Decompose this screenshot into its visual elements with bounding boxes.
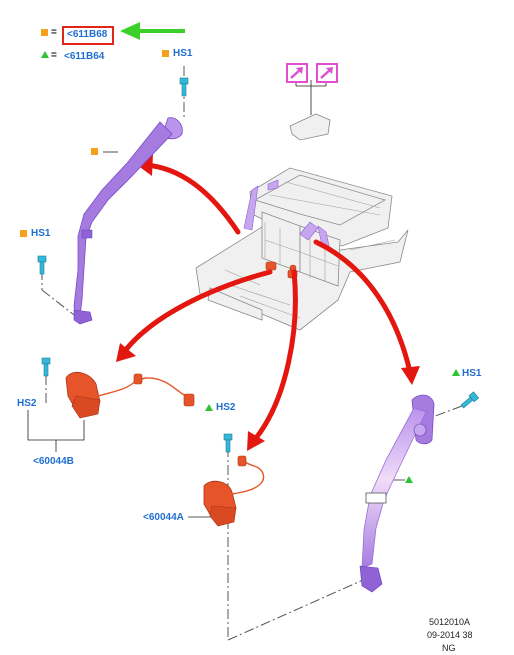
reference-611b64: <611B64: [64, 51, 105, 62]
orange-square-icon: [91, 148, 98, 155]
seat-frame-detail: [224, 181, 396, 319]
footer-region: NG: [442, 643, 456, 653]
label-hs1-right: HS1: [462, 368, 482, 379]
orange-square-icon: [41, 29, 48, 36]
bolt-hs2-center-icon: [223, 433, 233, 453]
arrow-heads: [116, 154, 420, 451]
legend-equals-2: =: [51, 50, 57, 61]
green-triangle-icon: [405, 476, 413, 483]
label-hs1-left: HS1: [31, 228, 51, 239]
highlighted-reference: <611B68: [62, 26, 114, 45]
bolt-right-icon: [460, 391, 480, 409]
orange-square-icon: [20, 230, 27, 237]
footer-date: 09-2014 38: [427, 630, 473, 640]
bolt-top-icon: [179, 77, 189, 97]
pointer-arrow-icon: [120, 22, 185, 40]
bolt-left-icon: [37, 255, 47, 275]
seat-belt-highlights: [243, 179, 331, 251]
label-hs2-center: HS2: [216, 402, 236, 413]
left-seat-belt: [73, 117, 183, 325]
bolt-icons: [37, 77, 480, 453]
footer-code: 5012010A: [429, 617, 471, 627]
bolt-hs2-left-icon: [41, 357, 51, 377]
pointer-arrows: [121, 162, 413, 441]
label-part-60044a: <60044A: [143, 512, 184, 523]
label-hs2-left: HS2: [17, 398, 37, 409]
green-triangle-icon: [205, 404, 213, 411]
retractor-b: [65, 371, 195, 419]
label-part-60044b: <60044B: [33, 456, 74, 467]
reference-611b68: <611B68: [67, 29, 108, 40]
orange-square-icon: [162, 50, 169, 57]
retractor-a: [203, 455, 265, 527]
green-triangle-icon: [41, 51, 49, 58]
tool-arrow-icon: [316, 63, 338, 83]
right-seat-belt: [359, 394, 435, 593]
legend-equals: =: [51, 27, 57, 38]
label-hs1-top: HS1: [173, 48, 193, 59]
tool-arrow-icon: [286, 63, 308, 83]
green-triangle-icon: [452, 369, 460, 376]
